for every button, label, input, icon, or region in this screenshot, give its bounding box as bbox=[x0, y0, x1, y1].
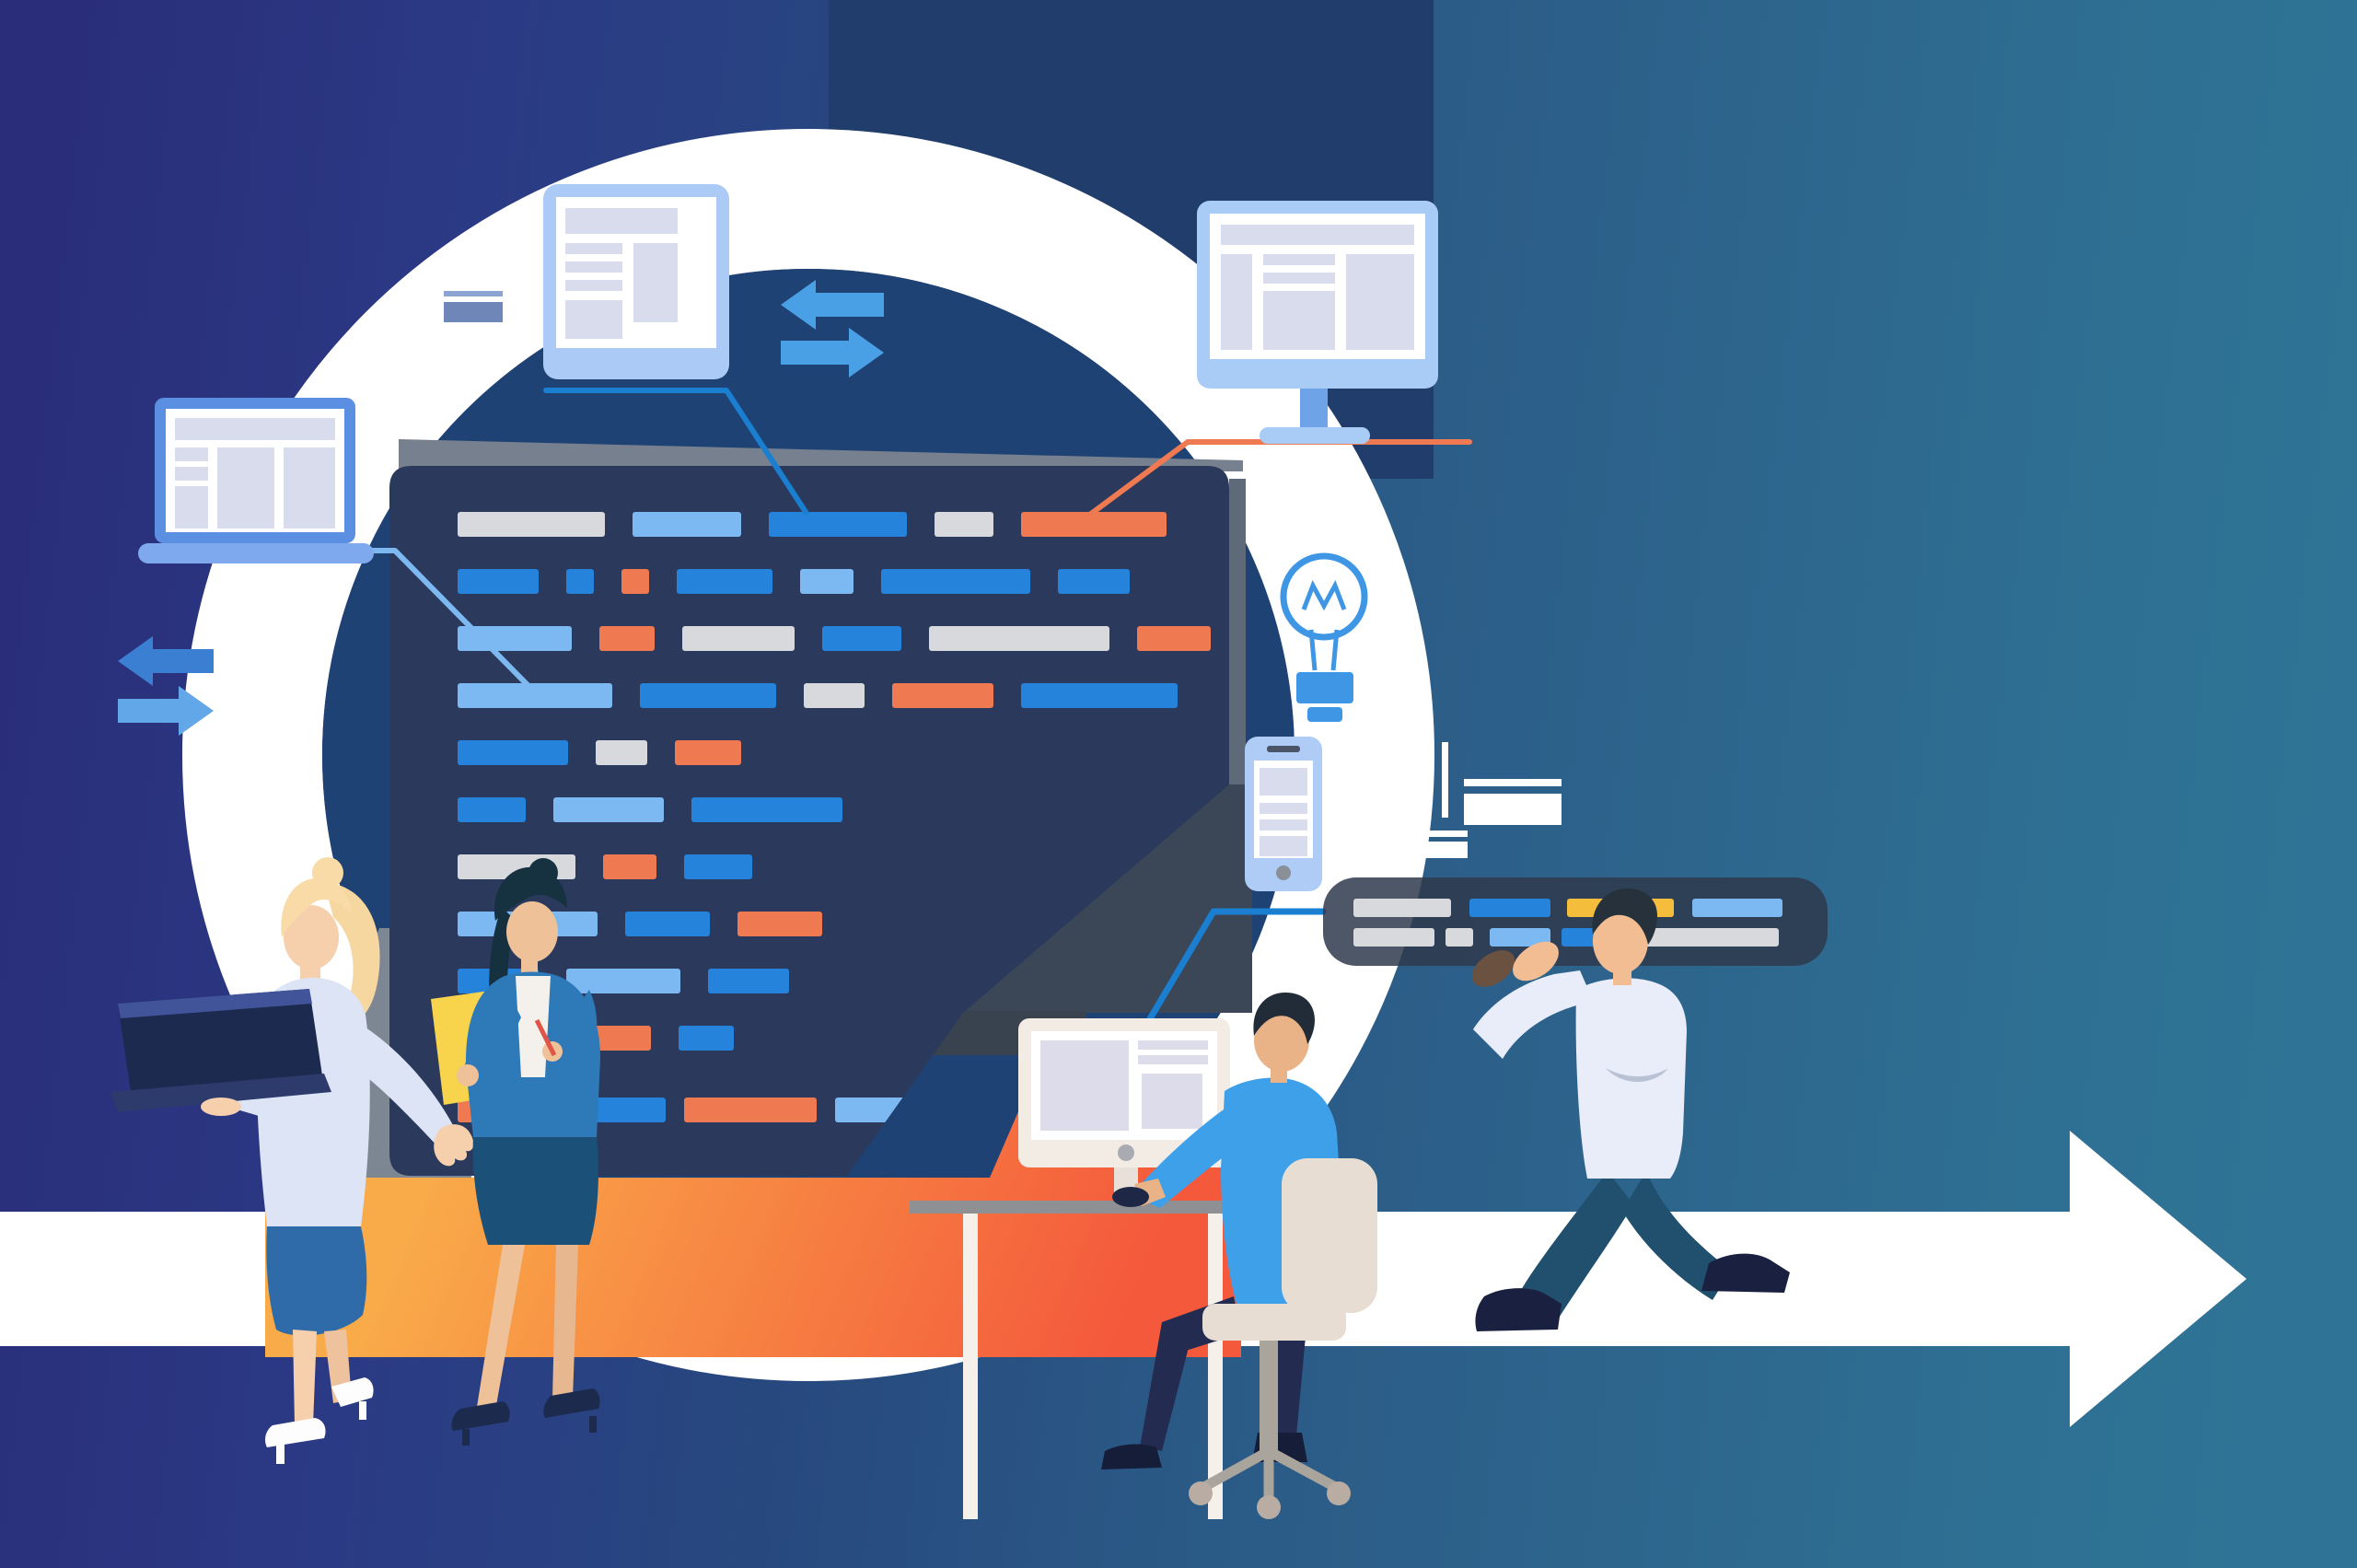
desk-monitor bbox=[1018, 1018, 1230, 1201]
connector-tablet bbox=[543, 388, 808, 515]
window-bars-icon bbox=[1422, 742, 1562, 858]
woman-blonde bbox=[110, 857, 474, 1464]
transfer-arrows-top-icon bbox=[781, 280, 884, 377]
code-lines bbox=[458, 512, 1211, 1122]
woman-brunette bbox=[431, 858, 600, 1446]
man-walking bbox=[1471, 889, 1790, 1331]
connector-monitor bbox=[1088, 439, 1472, 517]
office-chair bbox=[1189, 1158, 1377, 1519]
laptop-icon bbox=[138, 398, 374, 563]
connector-floating-panel bbox=[1127, 908, 1327, 1055]
floating-code-panel bbox=[1323, 877, 1828, 966]
monitor-icon bbox=[1197, 201, 1438, 444]
smartphone-icon bbox=[1245, 737, 1322, 891]
desk-scene bbox=[910, 993, 1377, 1519]
lightbulb-icon bbox=[1280, 552, 1368, 722]
tablet-icon bbox=[543, 184, 729, 379]
transfer-arrows-left-icon bbox=[118, 636, 214, 736]
page-dashes-icon bbox=[444, 291, 503, 322]
